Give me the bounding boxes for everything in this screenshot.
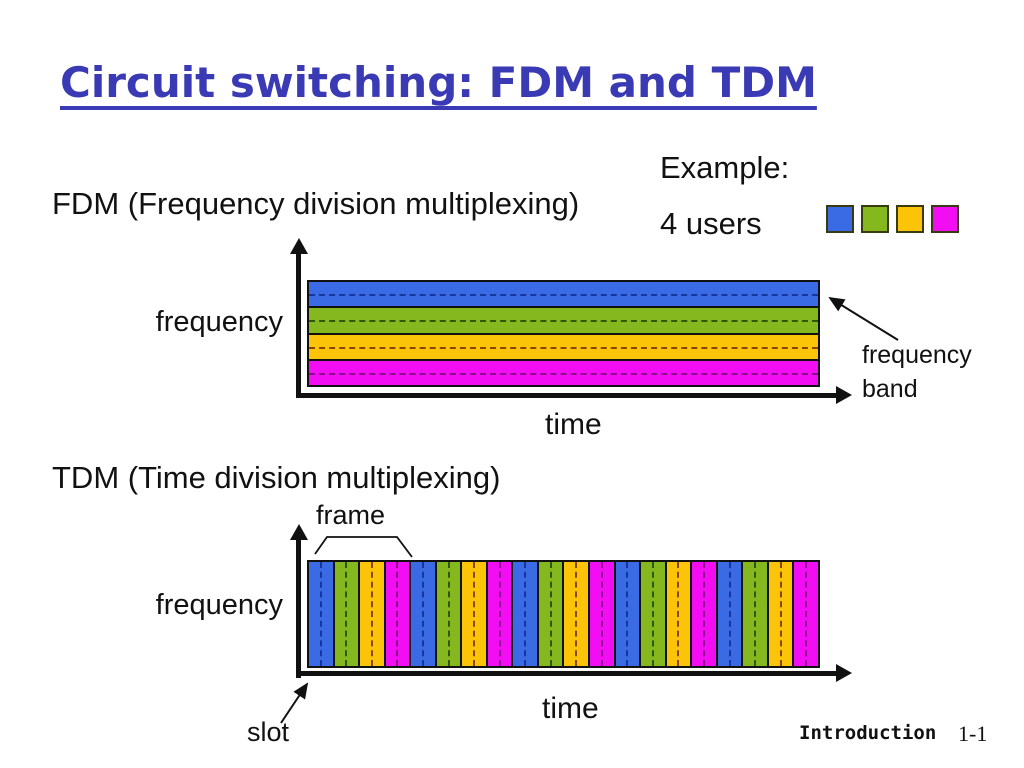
fdm-band-user-2-green	[309, 308, 818, 335]
frame-label: frame	[316, 500, 386, 530]
frequency-band-arrow	[828, 296, 899, 341]
tdm-slot-user-3-yellow	[666, 562, 693, 666]
tdm-slot-user-3-yellow	[768, 562, 795, 666]
fdm-band-dashed-line	[309, 320, 818, 323]
tdm-slot-user-2-green	[538, 562, 565, 666]
tdm-slot-user-3-yellow	[564, 562, 591, 666]
tdm-slot-dashed-line	[498, 562, 501, 666]
tdm-slot-dashed-line	[677, 562, 680, 666]
fdm-band-dashed-line	[309, 346, 818, 349]
user-swatch-user-3-yellow	[896, 205, 924, 233]
tdm-slot-user-4-magenta	[794, 562, 818, 666]
tdm-slot-user-1-blue	[513, 562, 539, 666]
users-count-label: 4 users	[660, 206, 762, 241]
tdm-slot-dashed-line	[702, 562, 705, 666]
tdm-slot-user-1-blue	[411, 562, 437, 666]
tdm-slot-user-2-green	[334, 562, 361, 666]
fdm-x-axis-label: time	[545, 408, 602, 441]
tdm-slot-dashed-line	[473, 562, 476, 666]
tdm-slot-dashed-line	[549, 562, 552, 666]
tdm-slot-dashed-line	[345, 562, 348, 666]
tdm-slot-user-1-blue	[717, 562, 744, 666]
tdm-slot-dashed-line	[779, 562, 782, 666]
tdm-slot-user-4-magenta	[487, 562, 514, 666]
tdm-slot-dashed-line	[626, 562, 629, 666]
tdm-slot-user-2-green	[436, 562, 463, 666]
fdm-band-dashed-line	[309, 294, 818, 297]
slot-label: slot	[247, 717, 290, 747]
tdm-x-axis-arrowhead	[836, 664, 852, 682]
tdm-slot-user-1-blue	[309, 562, 335, 666]
fdm-y-axis	[296, 252, 301, 398]
tdm-slot-dashed-line	[575, 562, 578, 666]
tdm-slot-user-3-yellow	[462, 562, 488, 666]
fdm-band-user-3-yellow	[309, 334, 818, 361]
tdm-slot-dashed-line	[370, 562, 373, 666]
user-swatch-user-2-green	[861, 205, 889, 233]
tdm-slot-dashed-line	[651, 562, 654, 666]
fdm-x-axis	[296, 393, 838, 398]
tdm-heading: TDM (Time division multiplexing)	[52, 460, 501, 495]
tdm-slot-user-4-magenta	[692, 562, 718, 666]
tdm-y-axis	[296, 538, 301, 678]
fdm-chart	[307, 280, 820, 387]
tdm-x-axis-label: time	[542, 692, 599, 725]
footer-section-label: Introduction	[799, 722, 937, 744]
frame-bracket	[314, 536, 413, 558]
fdm-band-user-4-magenta	[309, 360, 818, 385]
tdm-slot-user-1-blue	[615, 562, 642, 666]
footer-page-number: 1-1	[958, 721, 988, 746]
tdm-slot-user-4-magenta	[590, 562, 616, 666]
tdm-x-axis	[296, 671, 838, 676]
tdm-slot-dashed-line	[396, 562, 399, 666]
fdm-y-axis-label: frequency	[155, 306, 283, 338]
tdm-slot-user-4-magenta	[385, 562, 412, 666]
slide-title: Circuit switching: FDM and TDM	[60, 58, 817, 107]
user-legend	[826, 205, 959, 233]
tdm-slot-dashed-line	[600, 562, 603, 666]
fdm-band-dashed-line	[309, 372, 818, 375]
tdm-y-axis-arrowhead	[290, 524, 308, 540]
tdm-slot-user-2-green	[743, 562, 769, 666]
frequency-band-callout: frequency band	[862, 341, 972, 403]
fdm-x-axis-arrowhead	[836, 386, 852, 404]
tdm-slot-dashed-line	[728, 562, 731, 666]
fdm-band-user-1-blue	[309, 282, 818, 309]
tdm-y-axis-label: frequency	[155, 589, 283, 621]
user-swatch-user-4-magenta	[931, 205, 959, 233]
example-label: Example:	[660, 150, 790, 185]
tdm-slot-dashed-line	[754, 562, 757, 666]
tdm-slot-dashed-line	[319, 562, 322, 666]
tdm-chart	[307, 560, 820, 668]
fdm-y-axis-arrowhead	[290, 238, 308, 254]
tdm-slot-dashed-line	[524, 562, 527, 666]
tdm-slot-dashed-line	[421, 562, 424, 666]
tdm-slot-user-3-yellow	[360, 562, 386, 666]
user-swatch-user-1-blue	[826, 205, 854, 233]
fdm-heading: FDM (Frequency division multiplexing)	[52, 186, 580, 221]
tdm-slot-dashed-line	[805, 562, 808, 666]
tdm-slot-dashed-line	[447, 562, 450, 666]
tdm-slot-user-2-green	[641, 562, 667, 666]
